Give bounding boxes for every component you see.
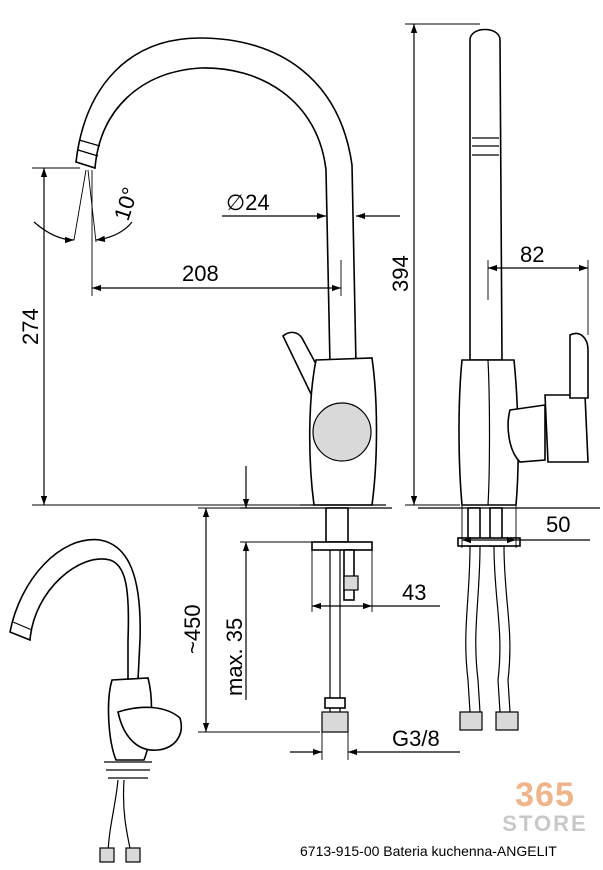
dim-height-total: 394 [388,255,413,292]
perspective-view [9,538,182,863]
logo-number: 365 [515,776,575,814]
dim-hose-length: ~450 [180,604,205,654]
dim-depth-lever: 82 [520,242,544,267]
dim-depth-base: 50 [546,512,570,537]
front-view [75,37,392,733]
dim-angle: 10° [109,184,143,223]
cartridge-circle [312,402,372,462]
drawing-caption: 6713-915-00 Bateria kuchenna-ANGELIT [300,843,557,859]
side-view [418,28,600,731]
dim-max-thickness: max. 35 [222,618,247,696]
dim-shank-diameter: 43 [402,580,426,605]
dim-height-spout: 274 [18,308,43,345]
dim-diameter: ∅24 [226,190,270,215]
dim-reach: 208 [182,261,219,286]
logo-word: STORE [502,811,588,836]
dim-thread: G3/8 [392,726,440,751]
store-logo: 365 STORE [495,778,595,836]
